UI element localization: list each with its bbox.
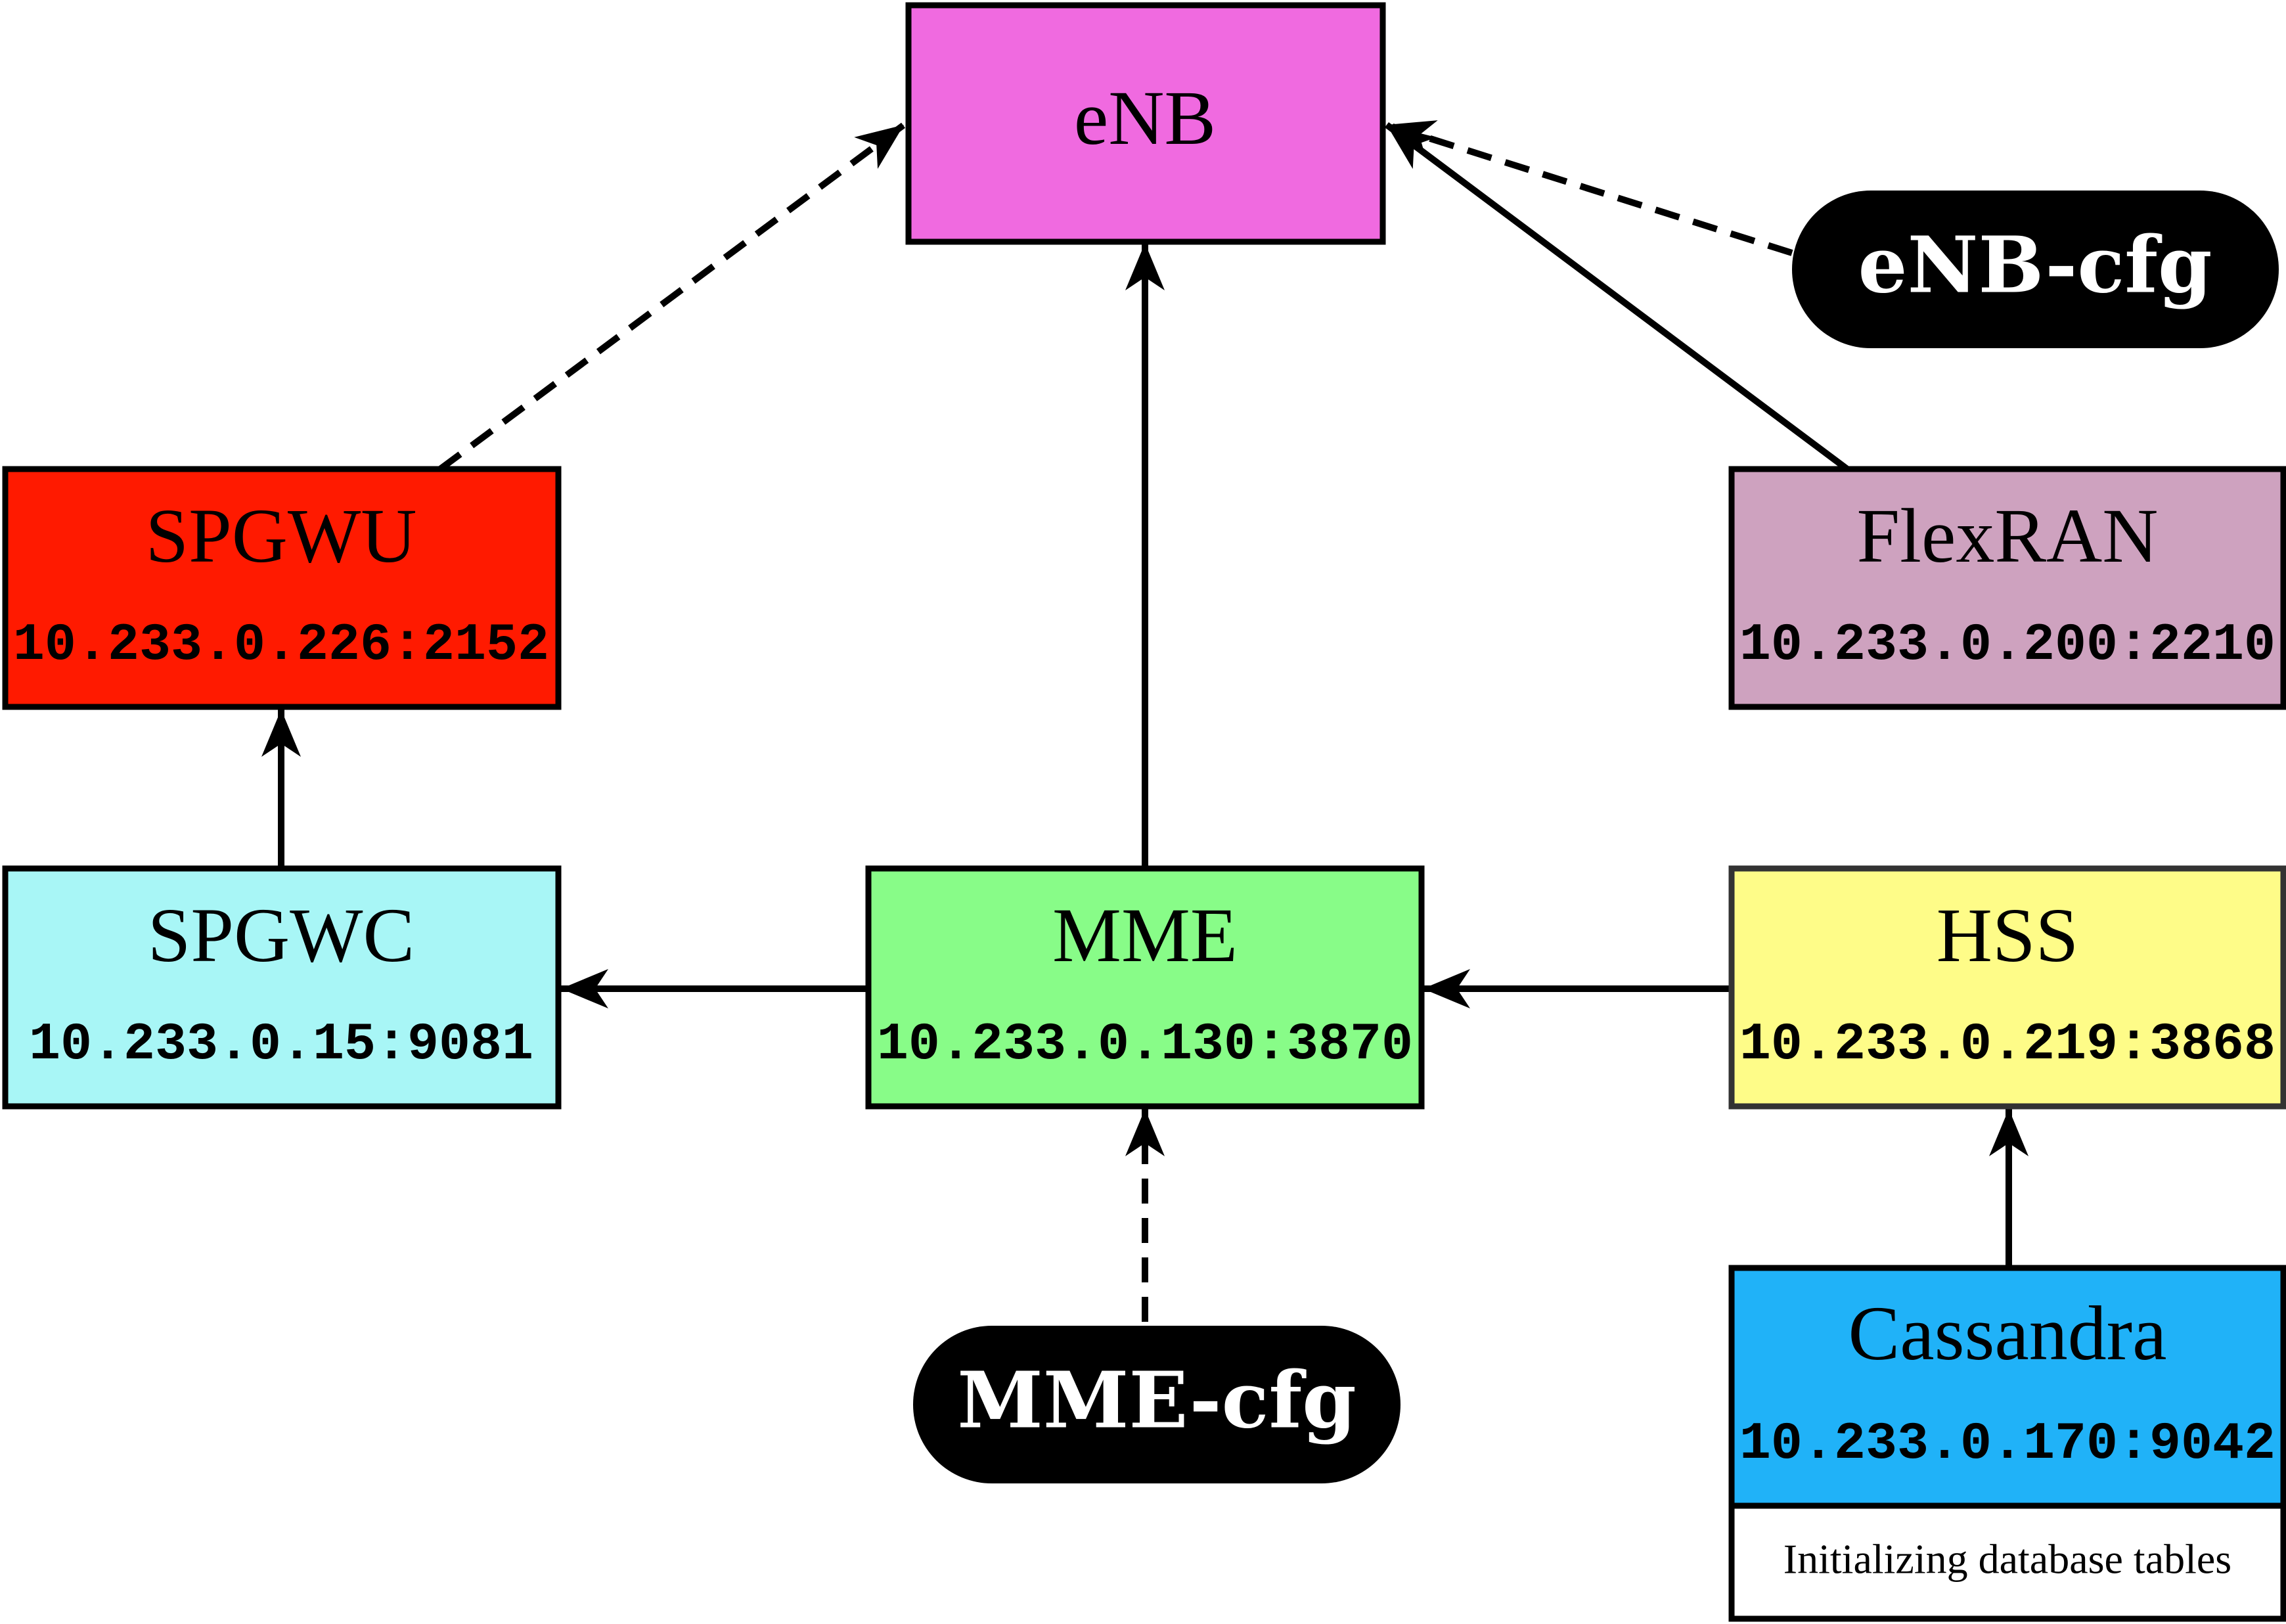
flexran-node: FlexRAN 10.233.0.200:2210: [1728, 466, 2286, 710]
hss-title: HSS: [1937, 892, 2078, 978]
spgwc-box: [2, 865, 562, 1110]
enb-cfg-label: eNB-cfg: [1858, 219, 2212, 311]
flexran-box: [1728, 466, 2286, 710]
enb-box: [905, 2, 1386, 245]
spgwu-title: SPGWU: [145, 493, 416, 579]
enb-cfg-node: eNB-cfg: [1792, 191, 2279, 348]
cassandra-address: 10.233.0.170:9042: [1739, 1414, 2275, 1474]
spgwu-address: 10.233.0.226:2152: [13, 616, 549, 675]
spgwc-node: SPGWC 10.233.0.15:9081: [2, 865, 562, 1110]
mme-node: MME 10.233.0.130:3870: [865, 865, 1425, 1110]
mme-cfg-node: MME-cfg: [913, 1326, 1401, 1483]
mme-title: MME: [1052, 892, 1238, 978]
enb-cfg-pill: [1792, 191, 2279, 348]
edge-flexran-to-enb: [1385, 122, 1849, 472]
enb-node: eNB: [905, 2, 1386, 245]
spgwc-title: SPGWC: [148, 892, 415, 978]
cassandra-status-text: Initializing database tables: [1783, 1536, 2231, 1583]
cassandra-title: Cassandra: [1849, 1290, 2167, 1376]
mme-box: [865, 865, 1425, 1110]
cassandra-status-box: [1728, 1502, 2286, 1622]
flexran-title: FlexRAN: [1857, 493, 2159, 579]
flexran-address: 10.233.0.200:2210: [1739, 616, 2275, 675]
mme-cfg-pill: [913, 1326, 1401, 1483]
enb-title: eNB: [1074, 75, 1216, 161]
edge-enb-cfg-to-enb: [1385, 120, 1793, 256]
hss-node: HSS 10.233.0.219:3868: [1728, 865, 2286, 1110]
mme-address: 10.233.0.130:3870: [877, 1015, 1413, 1075]
spgwu-box: [2, 466, 562, 710]
hss-address: 10.233.0.219:3868: [1739, 1015, 2275, 1075]
spgwu-node: SPGWU 10.233.0.226:2152: [2, 466, 562, 710]
edge-spgwu-to-enb: [438, 122, 906, 472]
spgwc-address: 10.233.0.15:9081: [29, 1015, 533, 1075]
mme-cfg-label: MME-cfg: [957, 1355, 1356, 1446]
cassandra-node: Cassandra 10.233.0.170:9042 Initializing…: [1728, 1265, 2286, 1622]
hss-box: [1728, 865, 2286, 1110]
